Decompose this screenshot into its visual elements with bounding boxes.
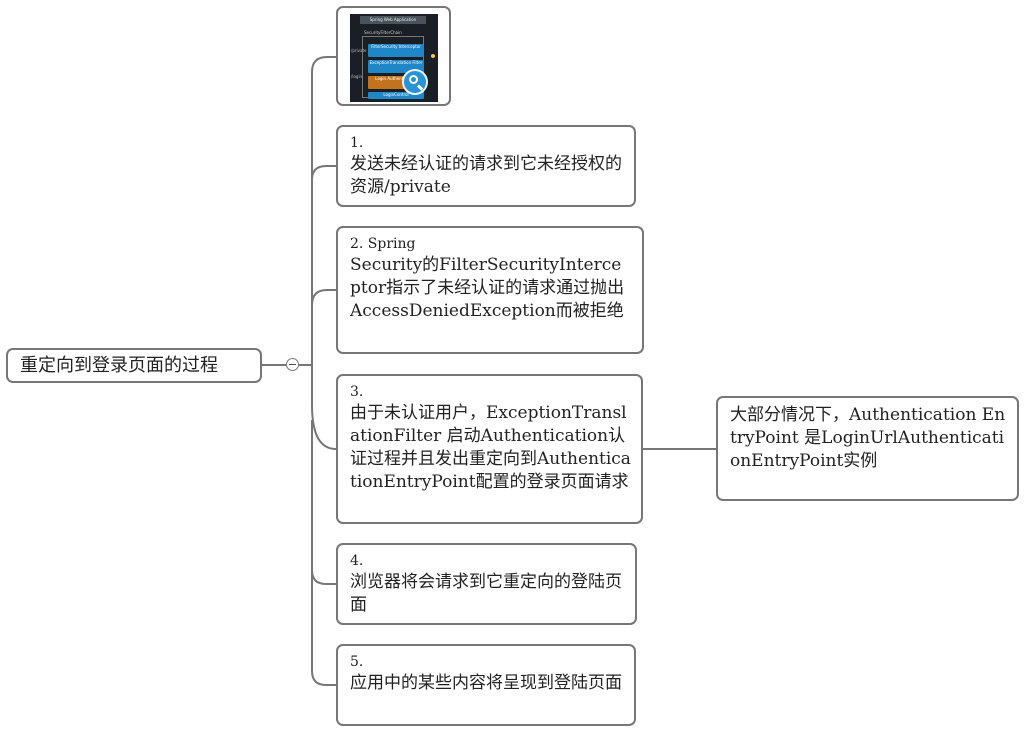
subtopic-text: 大部分情况下，Authentication EntryPoint 是LoginU… <box>730 405 1006 471</box>
thumbnail-marker-icon <box>431 54 435 58</box>
step-text: 由于未认证用户，ExceptionTranslationFilter 启动Aut… <box>350 403 631 492</box>
step-text: 发送未经认证的请求到它未经授权的资源/private <box>350 154 622 197</box>
connector-to-step5 <box>311 560 336 686</box>
magnifier-icon[interactable] <box>402 69 428 95</box>
step-topic-5[interactable]: 5. 应用中的某些内容将呈现到登陆页面 <box>336 644 636 726</box>
connector-to-step1 <box>311 165 336 181</box>
image-topic[interactable]: Spring Web Application SecurityFilterCha… <box>336 6 451 106</box>
root-topic-label: 重定向到登录页面的过程 <box>20 355 218 376</box>
connector-to-step2 <box>311 289 336 306</box>
step-topic-4[interactable]: 4. 浏览器将会请求到它重定向的登陆页面 <box>336 543 637 625</box>
connector-to-image <box>299 56 336 366</box>
step-topic-3[interactable]: 3. 由于未认证用户，ExceptionTranslationFilter 启动… <box>336 374 643 524</box>
thumbnail-title: Spring Web Application <box>360 16 426 24</box>
step3-subtopic[interactable]: 大部分情况下，Authentication EntryPoint 是LoginU… <box>716 396 1019 501</box>
collapse-toggle-icon[interactable] <box>286 358 299 371</box>
root-topic[interactable]: 重定向到登录页面的过程 <box>6 348 262 383</box>
step-text: 浏览器将会请求到它重定向的登陆页面 <box>350 572 622 615</box>
step-number: 1. <box>350 135 364 151</box>
step-number: 2. Spring <box>350 236 416 252</box>
thumbnail-side-label: /private <box>351 48 367 53</box>
step-text: Security的FilterSecurityInterceptor指示了未经认… <box>350 255 625 321</box>
step-topic-1[interactable]: 1. 发送未经认证的请求到它未经授权的资源/private <box>336 125 636 207</box>
step-number: 4. <box>350 553 364 569</box>
step-number: 3. <box>350 384 364 400</box>
step-topic-2[interactable]: 2. Spring Security的FilterSecurityInterce… <box>336 226 644 354</box>
thumbnail-block: LoginControl <box>368 92 424 99</box>
step-number: 5. <box>350 654 364 670</box>
thumbnail-side-label: /login <box>351 74 363 79</box>
thumbnail-block: FilterSecurity Interceptor <box>368 44 424 57</box>
thumbnail-chain-label: SecurityFilterChain <box>364 30 402 35</box>
connector-to-step3 <box>311 365 337 450</box>
step-text: 应用中的某些内容将呈现到登陆页面 <box>350 673 622 693</box>
architecture-thumbnail[interactable]: Spring Web Application SecurityFilterCha… <box>350 14 438 102</box>
